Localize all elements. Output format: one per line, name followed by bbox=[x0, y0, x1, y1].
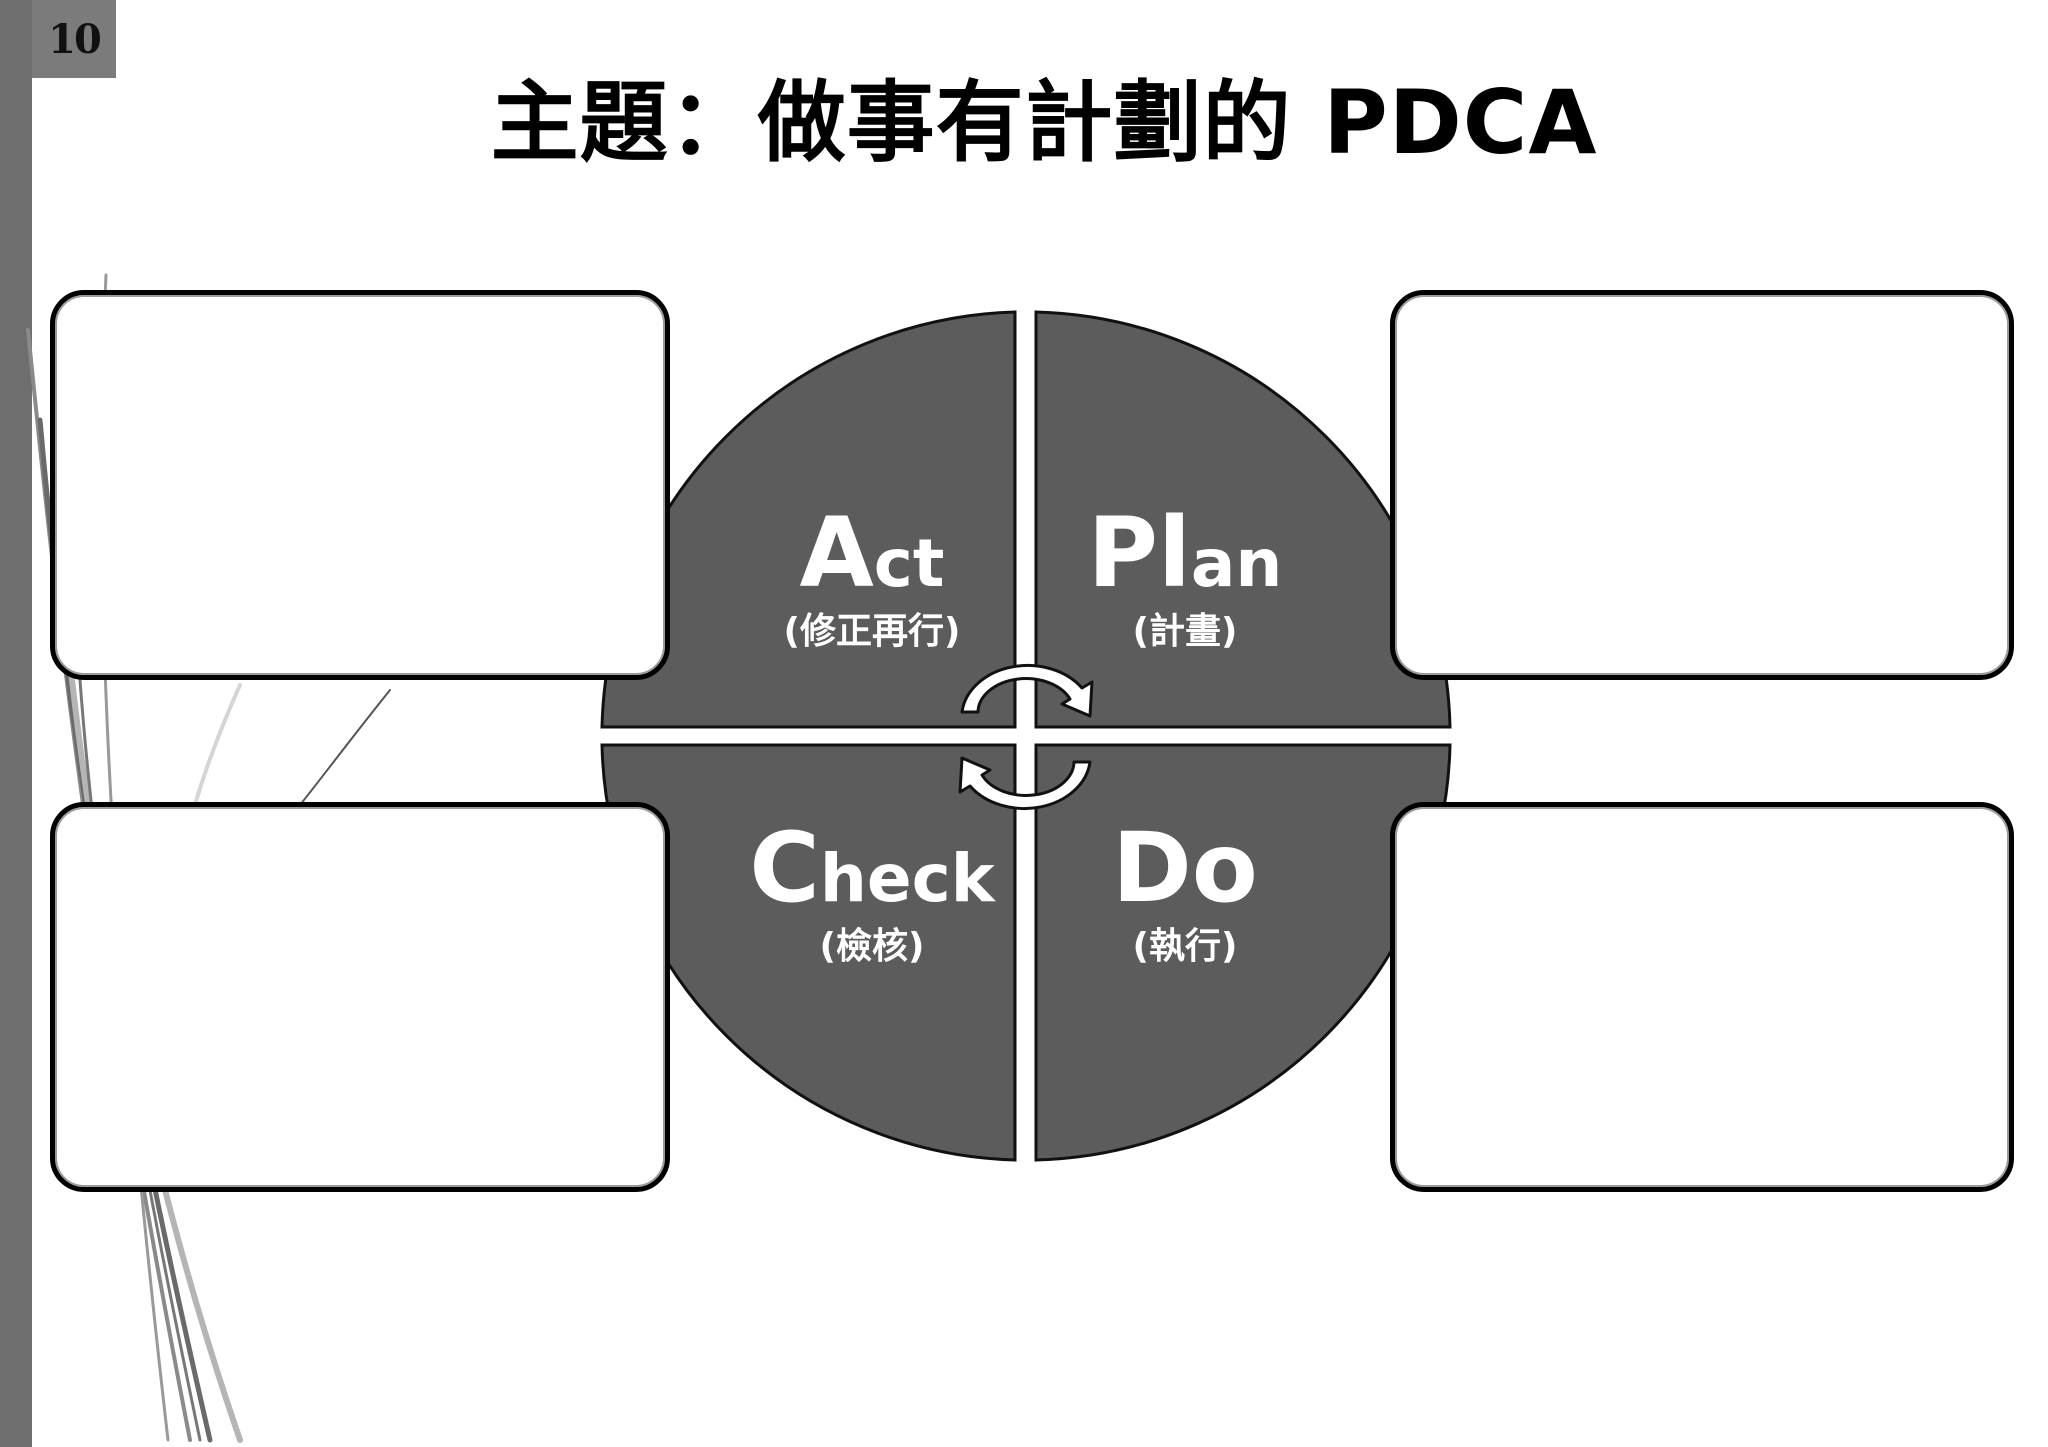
check-notes-box[interactable] bbox=[50, 802, 670, 1192]
plan-label-first: Pl bbox=[1087, 497, 1191, 609]
cycle-arrow-icon bbox=[958, 664, 1094, 810]
page-number-badge: 10 bbox=[32, 0, 116, 78]
act-notes-box[interactable] bbox=[50, 290, 670, 680]
act-label-rest: ct bbox=[873, 525, 945, 602]
plan-label: Plan (計畫) bbox=[1055, 505, 1315, 654]
page-title: 主題：做事有計劃的 PDCA bbox=[490, 71, 1598, 174]
check-label: Check (檢核) bbox=[742, 820, 1002, 969]
plan-notes-box[interactable] bbox=[1390, 290, 2014, 680]
plan-label-rest: an bbox=[1190, 525, 1283, 602]
act-sublabel: (修正再行) bbox=[783, 611, 961, 652]
act-label-first: A bbox=[799, 497, 874, 609]
do-notes-box[interactable] bbox=[1390, 802, 2014, 1192]
left-side-bar bbox=[0, 0, 32, 1447]
do-label-first: Do bbox=[1112, 812, 1258, 924]
do-label: Do (執行) bbox=[1055, 820, 1315, 969]
check-label-first: C bbox=[749, 812, 820, 924]
do-sublabel: (執行) bbox=[1132, 926, 1238, 967]
check-label-rest: heck bbox=[819, 840, 995, 917]
check-sublabel: (檢核) bbox=[819, 926, 925, 967]
act-label: Act (修正再行) bbox=[742, 505, 1002, 654]
plan-sublabel: (計畫) bbox=[1132, 611, 1238, 652]
